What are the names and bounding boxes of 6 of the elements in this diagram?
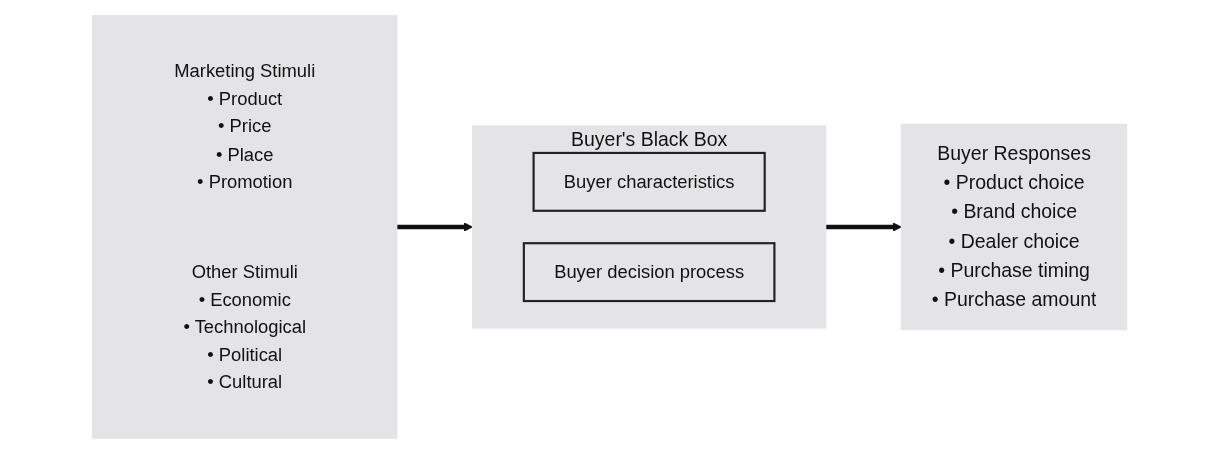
node-text: Other Stimuli • Economic • Technological • Political • Cultural bbox=[183, 261, 307, 392]
node-box: Buyer characteristics bbox=[532, 151, 767, 212]
node-box: Buyer Responses • Product choice • Brand choice • Dealer choice • Purchase timing • Purchase amount bbox=[901, 123, 1128, 330]
node-text: Marketing Stimuli • Product • Price • Place • Promotion bbox=[174, 60, 316, 192]
cluster bbox=[92, 14, 398, 439]
node-box: Buyer decision process bbox=[523, 241, 776, 302]
